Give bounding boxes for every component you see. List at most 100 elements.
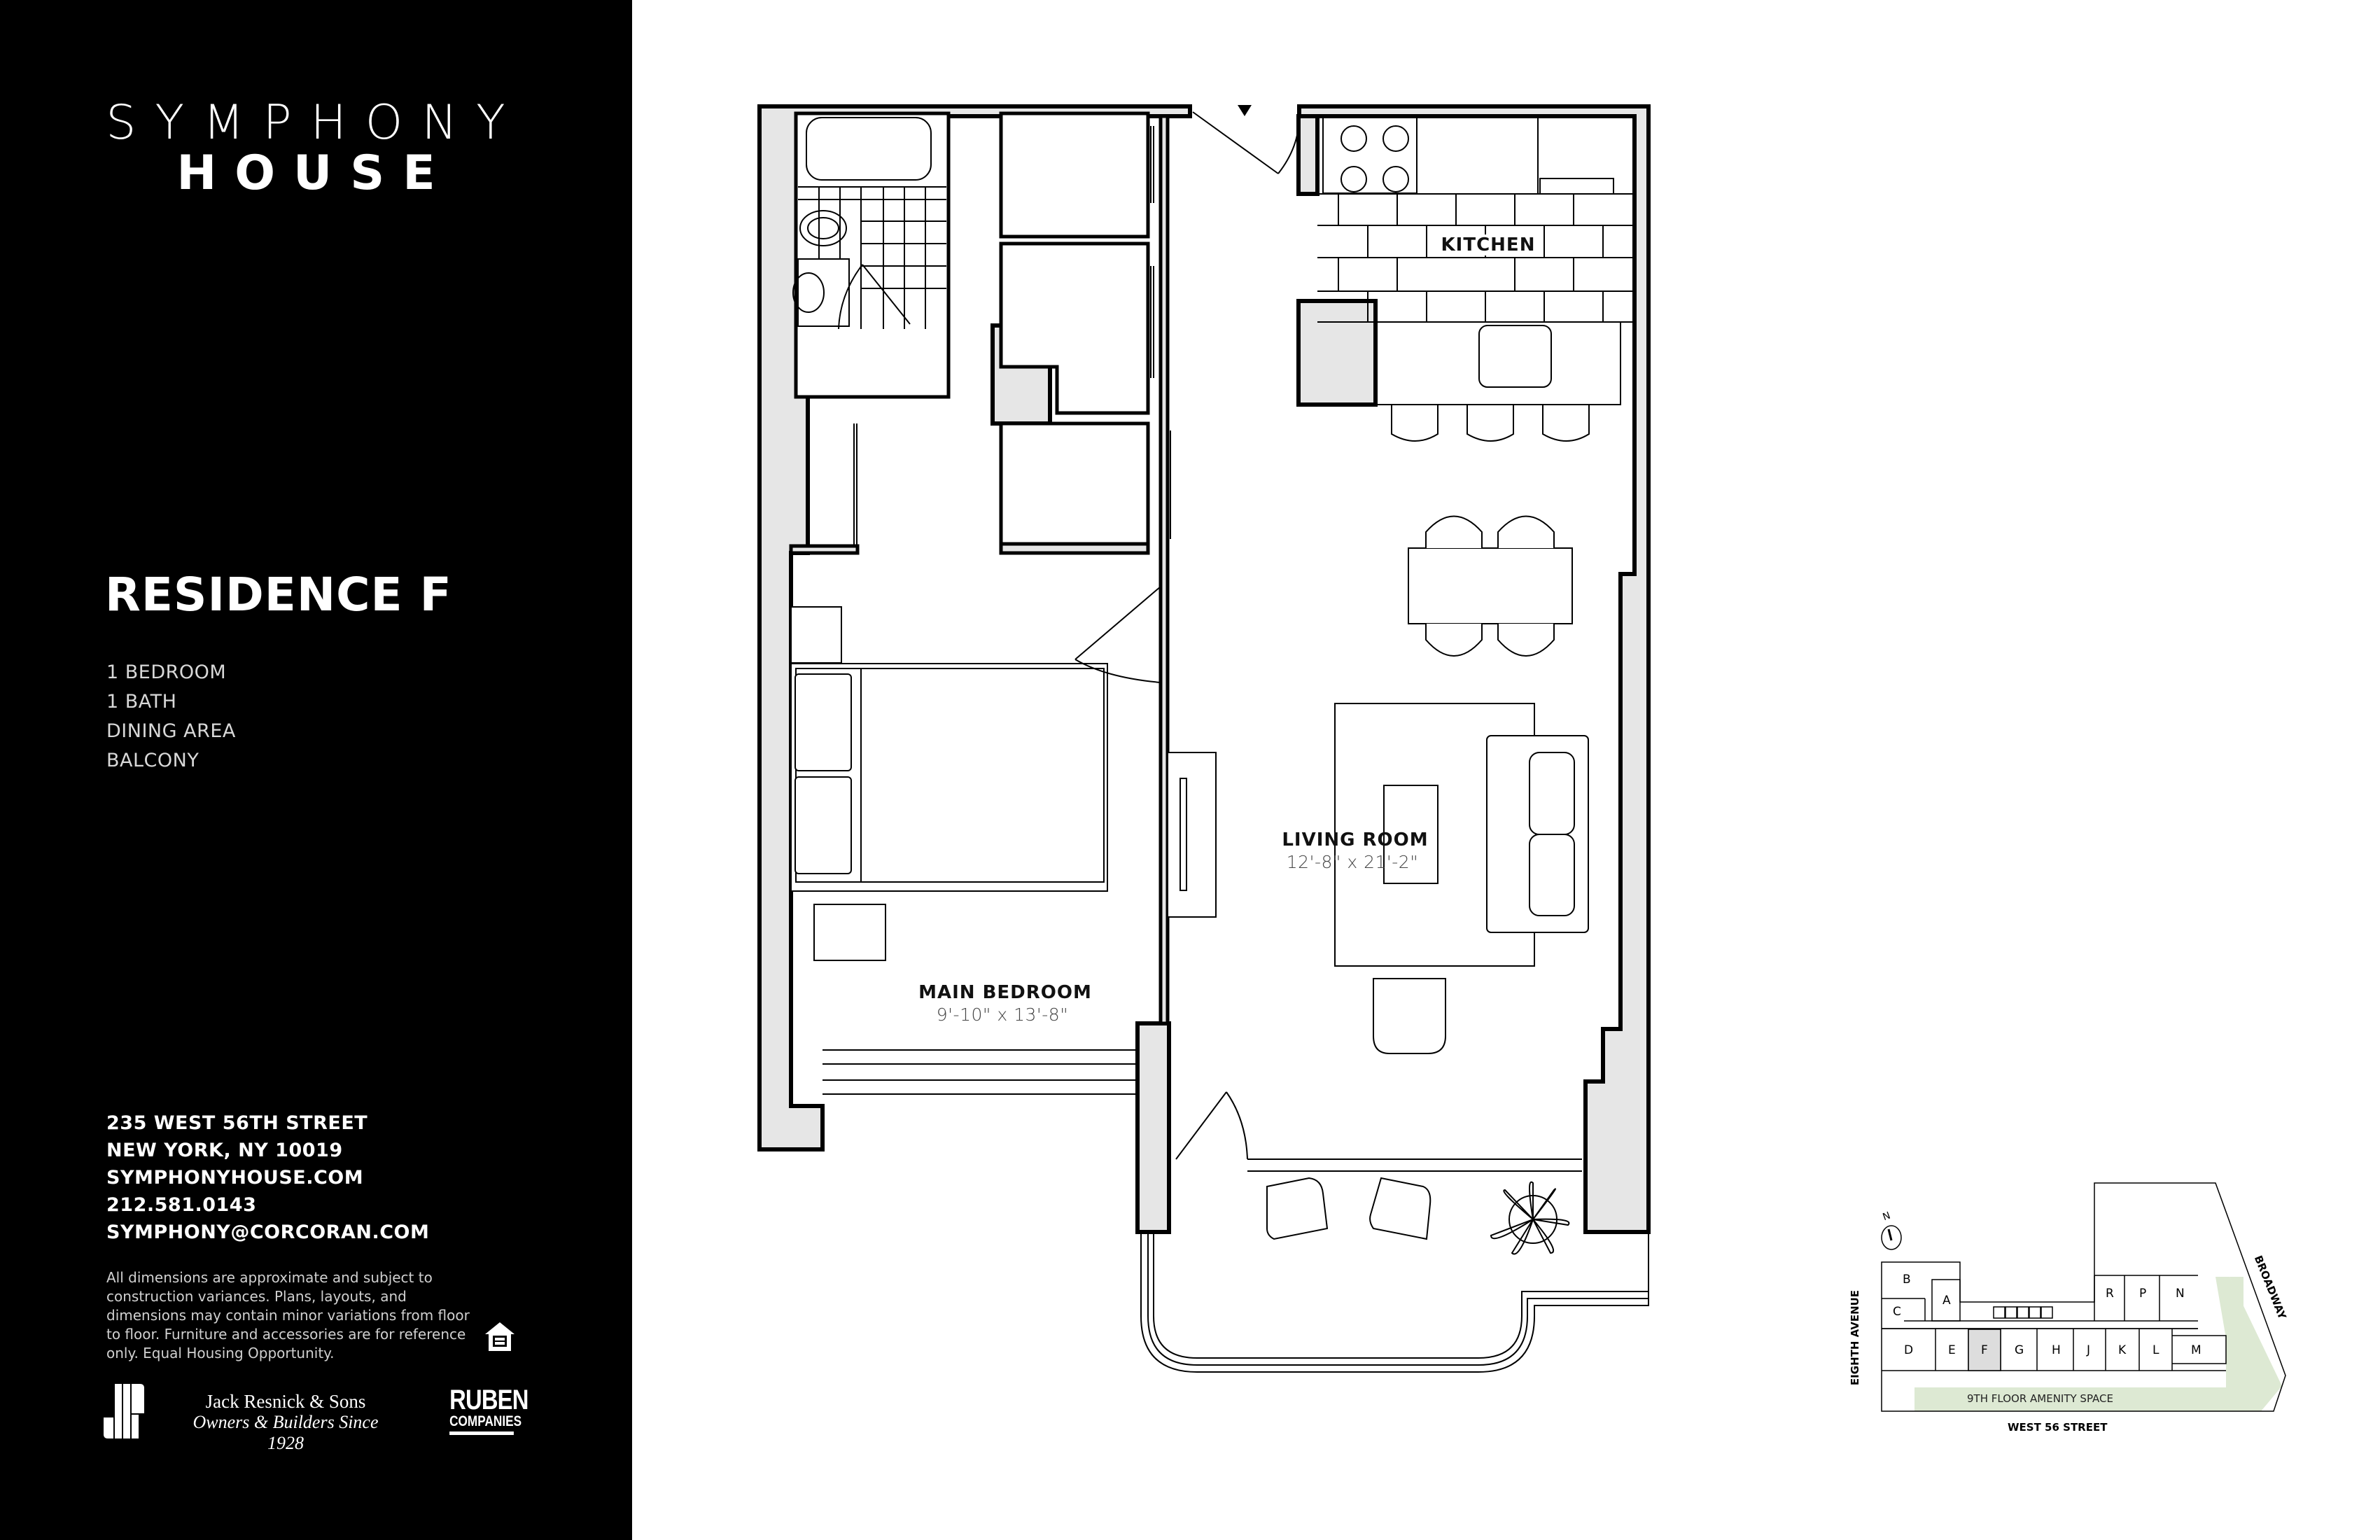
- dining-chair: [1497, 624, 1555, 657]
- pillow: [794, 776, 852, 874]
- closet-2: [999, 241, 1150, 415]
- closet-1: [999, 111, 1150, 239]
- disclaimer-text: All dimensions are approximate and subje…: [106, 1269, 470, 1362]
- email-link[interactable]: SYMPHONY@CORCORAN.COM: [106, 1222, 430, 1243]
- brand-name-line2: HOUSE: [176, 146, 454, 201]
- jr-tagline: Owners & Builders Since 1928: [192, 1412, 379, 1453]
- column-left-balcony: [1135, 1021, 1171, 1234]
- website-link[interactable]: SYMPHONYHOUSE.COM: [106, 1167, 364, 1189]
- unit-label: R: [2106, 1287, 2114, 1301]
- feature-item: BALCONY: [106, 750, 200, 771]
- unit-label: H: [2052, 1343, 2061, 1357]
- dining-chair: [1425, 624, 1483, 657]
- room-dimensions-main-bedroom: 9'-10" x 13'-8": [936, 1004, 1069, 1025]
- unit-label: B: [1903, 1273, 1911, 1287]
- potted-plant-icon: [1490, 1181, 1570, 1255]
- balcony-chair: [1266, 1177, 1329, 1240]
- toilet: [799, 210, 847, 246]
- armchair: [1373, 978, 1446, 1054]
- unit-label: J: [2087, 1343, 2091, 1357]
- jr-name: Jack Resnick & Sons: [205, 1391, 366, 1412]
- phone-link[interactable]: 212.581.0143: [106, 1194, 257, 1216]
- room-label-living-room: LIVING ROOM: [1282, 830, 1429, 850]
- room-label-kitchen: KITCHEN: [1436, 234, 1540, 255]
- unit-label: N: [2176, 1287, 2185, 1301]
- contact-block: 235 WEST 56TH STREET NEW YORK, NY 10019 …: [106, 1110, 429, 1246]
- dining-chair: [1497, 515, 1555, 548]
- living-window: [1247, 1158, 1582, 1172]
- room-dimensions-living-room: 12'-8" x 21'-2": [1286, 852, 1419, 872]
- burner-icons: [1340, 125, 1409, 192]
- nightstand: [813, 904, 886, 961]
- bath-floor-tiles: [798, 186, 946, 329]
- unit-label: K: [2118, 1343, 2127, 1357]
- bedroom-window: [822, 1049, 1138, 1095]
- ruben-line2: COMPANIES: [449, 1413, 522, 1435]
- balcony-railing: [1140, 1232, 1649, 1373]
- kitchen-pier: [1296, 114, 1320, 196]
- ruben-companies-logo: RUBEN COMPANIES: [442, 1385, 528, 1435]
- floor-plan: KITCHEN LIVING ROOM 12'-8" x 21'-2" MAIN…: [742, 91, 1680, 1463]
- vanity: [797, 258, 850, 327]
- ruben-line1: RUBEN: [449, 1385, 528, 1415]
- unit-label: G: [2015, 1343, 2024, 1357]
- unit-label: C: [1893, 1305, 1901, 1319]
- feature-item: 1 BEDROOM: [106, 662, 227, 683]
- unit-label: D: [1904, 1343, 1914, 1357]
- entry-door: [1192, 111, 1300, 174]
- north-compass-icon: [1881, 1225, 1902, 1250]
- address-line1: 235 WEST 56TH STREET: [106, 1112, 368, 1134]
- exterior-wall-top-right: [1297, 104, 1651, 1234]
- dining-chair: [1425, 515, 1483, 548]
- amenity-space-label: 9TH FLOOR AMENITY SPACE: [1967, 1392, 2113, 1405]
- street-label-eighth-avenue: EIGHTH AVENUE: [1849, 1289, 1862, 1386]
- bedroom-top-wall: [789, 542, 1150, 555]
- bathroom-door-swing: [838, 264, 911, 330]
- bedroom-door: [1074, 586, 1161, 683]
- unit-label: L: [2152, 1343, 2160, 1357]
- feature-list: 1 BEDROOM 1 BATH DINING AREA BALCONY: [106, 658, 236, 776]
- kitchen-floor-tiles: [1317, 193, 1634, 323]
- unit-label: E: [1948, 1343, 1956, 1357]
- sink-bowl: [792, 272, 825, 313]
- jack-resnick-logo-icon: [104, 1384, 144, 1438]
- entry-arrow-icon: [1238, 105, 1252, 116]
- feature-item: DINING AREA: [106, 720, 236, 742]
- jack-resnick-wordmark: Jack Resnick & Sons Owners & Builders Si…: [174, 1391, 398, 1454]
- tv-console: [1167, 752, 1217, 918]
- address-line2: NEW YORK, NY 10019: [106, 1140, 343, 1161]
- island-sink: [1478, 325, 1552, 388]
- sidebar: SYMPHONY HOUSE RESIDENCE F 1 BEDROOM 1 B…: [0, 0, 632, 1540]
- highlighted-unit-f: [1968, 1329, 2001, 1371]
- unit-label: M: [2191, 1343, 2202, 1357]
- brand-name-line1: SYMPHONY: [106, 95, 524, 150]
- dining-table: [1408, 547, 1573, 624]
- residence-title: RESIDENCE F: [105, 568, 452, 622]
- elevator-icons: [1993, 1306, 2053, 1319]
- developer-logos: Jack Resnick & Sons Owners & Builders Si…: [104, 1382, 538, 1454]
- room-label-main-bedroom: MAIN BEDROOM: [918, 982, 1092, 1003]
- kitchen-island: [1375, 321, 1621, 405]
- feature-item: 1 BATH: [106, 691, 177, 713]
- balcony-door: [1175, 1091, 1248, 1160]
- coffee-table: [1383, 785, 1438, 884]
- pillow: [794, 673, 852, 771]
- hall-wall: [1158, 114, 1170, 1026]
- bar-stools: [1391, 405, 1590, 442]
- floor-plan-drawing: [757, 104, 1651, 1373]
- unit-label: P: [2139, 1287, 2147, 1301]
- street-label-west-56: WEST 56 STREET: [2008, 1421, 2108, 1434]
- nightstand: [790, 606, 842, 664]
- bathtub: [806, 117, 932, 181]
- unit-label: A: [1942, 1294, 1951, 1308]
- kitchen-tall-cabinet: [1296, 299, 1378, 407]
- unit-label-highlighted: F: [1981, 1343, 1988, 1357]
- equal-housing-opportunity-icon: [485, 1322, 514, 1351]
- building-outline: [1881, 1182, 2286, 1412]
- key-plan: N B A C R P N D E F G H J K L M 9TH FLOO…: [1834, 1176, 2310, 1470]
- balcony-chair: [1369, 1177, 1432, 1240]
- kitchen-sink-counter: [1539, 178, 1614, 195]
- closet-3: [999, 421, 1150, 546]
- key-plan-drawing: [1881, 1182, 2286, 1412]
- bathroom-wall: [794, 111, 951, 399]
